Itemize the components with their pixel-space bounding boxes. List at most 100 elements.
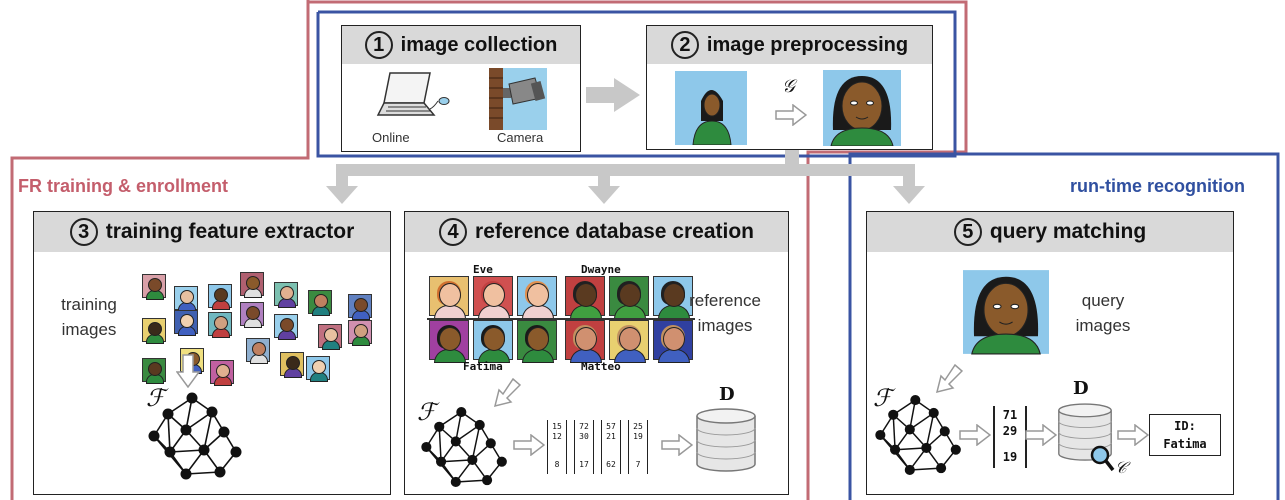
step-2-number: 2 [670,31,699,59]
face-body [434,349,466,363]
query-vector: 71 29 19 [993,406,1027,468]
network-node [164,446,176,458]
network-node [436,456,447,467]
training-face-thumbnail [208,284,232,310]
training-caption-line-1: training [61,295,117,314]
feature-vector-value: 21 [606,432,616,441]
step-5-title: 5 query matching [867,212,1233,252]
database-icon [696,408,756,472]
reference-face-image [517,320,557,363]
step-4-number: 4 [439,218,468,246]
network-node [198,444,210,456]
neural-network-graph [148,392,242,480]
step-5-number: 5 [953,218,982,246]
face-head [354,324,368,338]
diagonal-arrow [493,378,521,408]
face-body [570,305,602,319]
training-face-thumbnail [348,294,372,320]
name-eve: Eve [473,263,493,276]
network-edge [169,449,205,453]
training-region-label: FR training & enrollment [18,176,229,196]
network-edge [925,412,935,449]
network-node [928,407,939,418]
network-edge [471,424,481,461]
network-node [950,444,961,455]
diagonal-arrow [935,364,963,394]
step-5-label: query matching [989,220,1147,243]
to-vector-arrow [959,424,991,446]
database-label: D [1073,378,1089,399]
network-edge [167,413,171,453]
network-node [474,419,485,430]
training-face-thumbnail [306,356,330,382]
network-edge [185,471,221,475]
network-node [888,409,899,420]
neural-network-graph [421,406,507,488]
training-face-thumbnail [142,358,166,384]
network-node [421,441,432,453]
face-head [575,327,597,351]
training-face-thumbnail [142,274,166,300]
classifier-symbol: 𝒞 [1115,458,1127,477]
face-head [148,322,162,336]
reference-face-image [565,320,605,363]
training-images-caption: training images [44,292,134,342]
extractor-symbol: ℱ [873,384,892,412]
step-3-label: training feature extractor [105,220,355,243]
reference-face-image [429,276,469,319]
network-node [434,421,445,432]
network-edge [455,479,488,483]
reference-face-image [653,276,693,319]
reference-caption-line-1: reference [689,291,761,310]
reference-images-caption: reference images [679,288,771,338]
query-caption-line-1: query [1081,291,1125,310]
database-label: D [719,384,735,405]
network-node [482,475,493,486]
face-head [180,290,194,304]
reference-face-image [429,320,469,363]
training-face-thumbnail [174,310,198,336]
reference-face-image [473,276,513,319]
face-head [252,342,266,356]
network-node [875,429,886,441]
feature-vector-value: 19 [633,432,643,441]
query-vector-bot: 19 [1002,450,1018,464]
step-5-panel: 5 query matching query images ℱ 71 29 19… [866,211,1234,495]
network-node [939,426,950,437]
network-edge [892,414,896,450]
face-body [522,349,554,363]
network-edge [441,459,473,463]
runtime-region-outline [316,10,1280,500]
face-head [354,298,368,312]
feature-vector-value: 57 [606,422,616,431]
network-node [456,406,467,418]
reference-face-image [517,276,557,319]
training-face-thumbnail [308,290,332,316]
source-camera-label: Camera [497,130,544,145]
extractor-symbol: ℱ [146,384,165,412]
training-face-thumbnail [246,338,270,364]
network-node [162,408,174,420]
training-face-thumbnail [240,302,264,328]
network-node [148,430,160,442]
feature-vector-value: 15 [552,422,562,431]
face-head [483,283,505,307]
feature-vector-value: 25 [633,422,643,431]
query-vector-top: 71 [1002,408,1018,422]
training-face-thumbnail [274,314,298,340]
face-head [483,327,505,351]
name-fatima: Fatima [463,360,503,373]
network-node [450,436,461,447]
neural-network-graph [875,394,961,476]
face-head [527,283,549,307]
reference-face-image [609,320,649,363]
face-head [280,318,294,332]
face-head [246,306,260,320]
reference-face-image [653,320,693,363]
face-body [614,305,646,319]
step-3-panel: 3 training feature extractor training im… [33,211,391,495]
